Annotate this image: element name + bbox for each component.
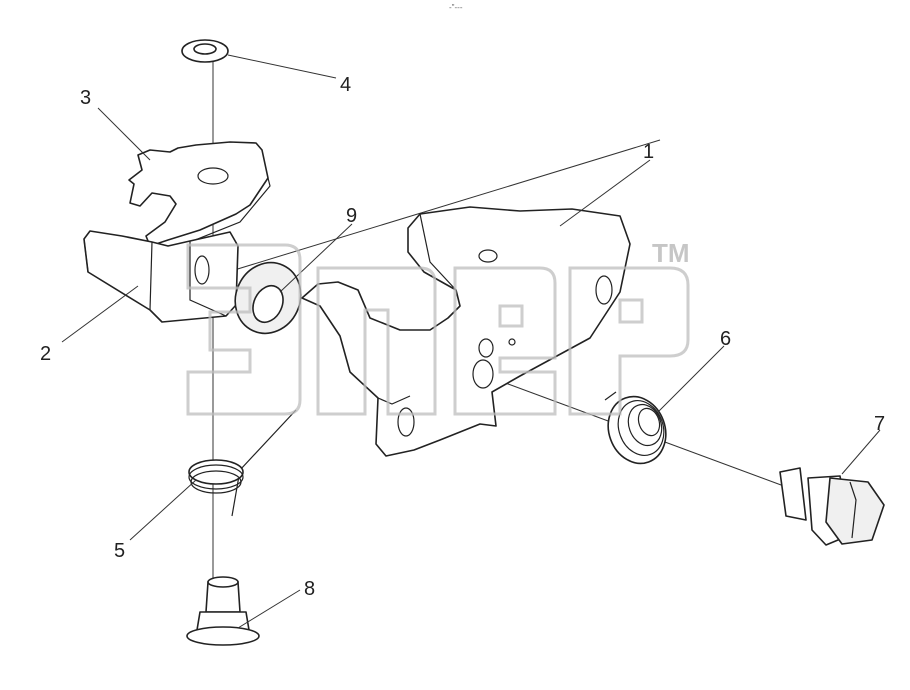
callout-2: 2	[40, 343, 51, 365]
part-3-latch-plate	[128, 141, 271, 253]
part-1-bracket	[301, 206, 631, 457]
callout-8: 8	[304, 578, 315, 600]
callout-5: 5	[114, 540, 125, 562]
part-9-washer	[234, 261, 302, 335]
callout-1: 1	[643, 141, 654, 163]
callout-3: 3	[80, 87, 91, 109]
part-7-bolt	[779, 467, 885, 546]
part-6-coil-spring	[604, 391, 667, 465]
callout-7: 7	[874, 413, 885, 435]
callout-labels: 4 3 1 9 2 6 7 5 8	[40, 74, 885, 600]
part-5-torsion-spring	[188, 409, 297, 517]
callout-6: 6	[720, 328, 731, 350]
watermark-tm: TM	[652, 238, 690, 268]
callout-4: 4	[340, 74, 351, 96]
callout-9: 9	[346, 205, 357, 227]
leader-lines	[61, 54, 881, 629]
watermark-logo: TM	[186, 238, 690, 416]
part-4-washer	[181, 39, 229, 63]
top-mark: -"---	[449, 3, 463, 12]
part-8-bushing	[186, 576, 260, 646]
